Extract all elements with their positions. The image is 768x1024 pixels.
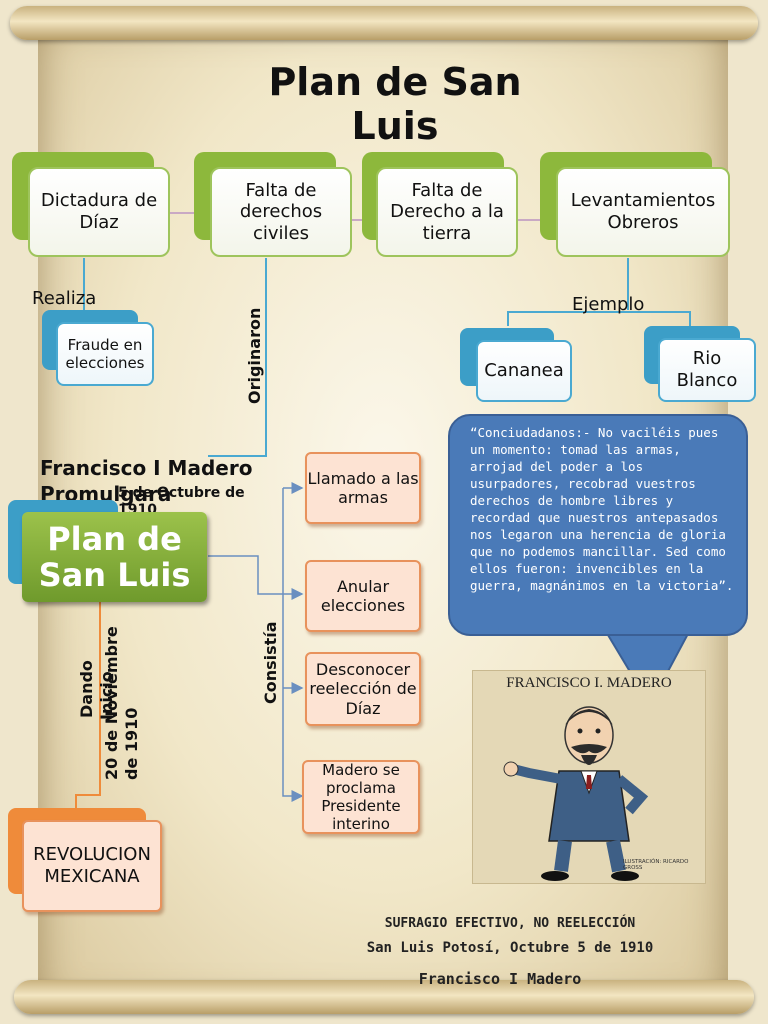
realiza-label: Realiza <box>32 288 97 309</box>
footer-motto: SUFRAGIO EFECTIVO, NO REELECCIÓN <box>384 916 636 931</box>
cause-derecho-tierra: Falta de Derecho a la tierra <box>376 167 518 257</box>
page-title: Plan de San Luis <box>268 60 522 148</box>
measure-presidente: Madero se proclama Presidente interino <box>302 760 420 834</box>
measure-anular: Anular elecciones <box>305 560 421 632</box>
measure-llamado: Llamado a las armas <box>305 452 421 524</box>
example-rio-blanco: Rio Blanco <box>658 338 756 402</box>
madero-caricature: FRANCISCO I. MADERO ILUSTRACIÓN: RICARDO… <box>472 670 706 884</box>
caricature-credit: ILUSTRACIÓN: RICARDO GROSS <box>623 859 689 871</box>
cause-levantamientos: Levantamientos Obreros <box>556 167 730 257</box>
plan-box: Plan de San Luis <box>22 512 207 602</box>
bottom-scroll-roll <box>14 980 754 1014</box>
madero-heading: Francisco I Madero <box>40 456 253 480</box>
fraude-box: Fraude en elecciones <box>56 322 154 386</box>
top-scroll-roll <box>10 6 758 40</box>
caricature-caption: FRANCISCO I. MADERO <box>506 675 672 691</box>
ejemplo-label: Ejemplo <box>572 294 645 315</box>
measure-links <box>208 482 304 802</box>
footer-signature: Francisco I Madero <box>418 970 582 988</box>
footer-place-date: San Luis Potosí, Octubre 5 de 1910 <box>366 940 654 956</box>
quote-bubble: “Conciudadanos:- No vaciléis pues un mom… <box>448 414 748 636</box>
measure-desconocer: Desconocer reelección de Díaz <box>305 652 421 726</box>
cause-dictadura: Dictadura de Díaz <box>28 167 170 257</box>
cause-derechos-civiles: Falta de derechos civiles <box>210 167 352 257</box>
example-cananea: Cananea <box>476 340 572 402</box>
orange-link <box>75 602 101 808</box>
revolucion-box: REVOLUCION MEXICANA <box>22 820 162 912</box>
madero-figure-icon <box>503 706 649 881</box>
